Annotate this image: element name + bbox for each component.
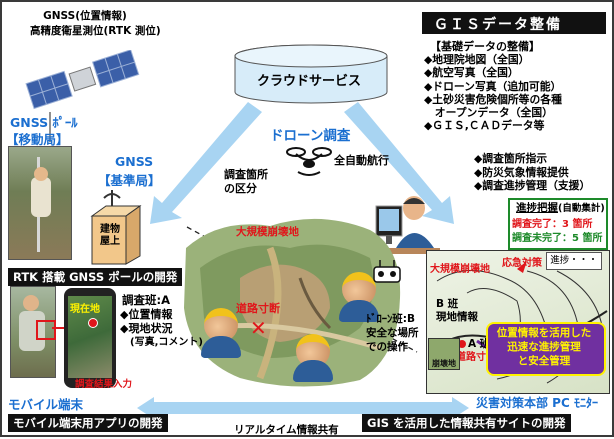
pc-b-team-line2: 現地情報: [436, 311, 478, 323]
pc-a-team-label: A 班: [468, 338, 491, 350]
progress-box: [508, 198, 608, 250]
gnss-pole-title: GNSS ﾎﾟｰﾙ: [10, 115, 78, 130]
gis-data-header: ＧＩＳデータ整備: [434, 17, 562, 33]
progress-done: 調査完了：3 箇所: [512, 219, 593, 230]
satellite-caption: GNSS(位置情報) 高精度衛星測位(RTK 測位): [30, 8, 161, 38]
gis-data-header-bar: [422, 12, 606, 34]
mobile-app-dev-bar: モバイル端末用アプリの開発: [8, 414, 168, 432]
team-b-label: ﾄﾞﾛｰﾝ班:B 安全な場所 での操作: [366, 312, 419, 354]
pc-callout-text: 位置情報を活用した 迅速な進捗管理 と安全管理: [490, 326, 598, 368]
cloud-icon: [234, 44, 388, 104]
hq-task-item: ◆調査進捗管理（支援）: [474, 179, 591, 192]
hq-operator-icon: [374, 196, 440, 254]
drone-zone-line2: の区分: [224, 182, 257, 195]
drone-zone-line1: 調査箇所: [224, 168, 268, 181]
phone-input-label: 調査結果入力: [75, 379, 133, 390]
gis-data-item: ◆航空写真（全国）: [424, 66, 519, 80]
hq-task-item: ◆防災気象情報提供: [474, 165, 569, 179]
arrow-cloud-to-hq: [344, 102, 454, 224]
phone-highlight-box: [36, 320, 56, 340]
arrow-cloud-to-field: [150, 102, 262, 224]
team-a-item: ◆現地状況: [120, 322, 173, 335]
satellite-caption-line2: 高精度衛星測位(RTK 測位): [30, 25, 161, 37]
building-icon: [90, 190, 142, 265]
pc-progress-button[interactable]: 進捗・・・: [546, 252, 602, 270]
pc-callout-box: [486, 322, 606, 376]
drone-title: ドローン調査: [270, 128, 351, 144]
building-label-line2: 屋上: [100, 236, 120, 247]
gis-data-item: オープンデータ（全国）: [424, 106, 553, 120]
team-b-line2: 安全な場所: [366, 327, 419, 339]
team-b-line3: での操作: [366, 341, 408, 353]
hq-task-list: ◆調査箇所指示 ◆防災気象情報提供 ◆調査進捗管理（支援）: [474, 152, 590, 193]
pc-monitor-label: 災害対策本部 PC ﾓﾆﾀｰ: [476, 396, 598, 410]
mobile-device-label: モバイル端末: [8, 397, 84, 412]
phone-device: [64, 288, 116, 388]
gis-data-item: ◆ドローン写真（追加可能）: [424, 79, 562, 93]
phone-screen: [68, 296, 112, 378]
road-cut-mark-icon: ✕: [250, 316, 267, 340]
gnss-base-title: GNSS: [115, 154, 154, 169]
map-road-cut-label: 道路寸断: [236, 302, 280, 315]
realtime-sharing-label: リアルタイム情報共有: [234, 424, 339, 436]
map-landslide-label: 大規模崩壊地: [236, 226, 299, 238]
progress-pending: 調査未完了：5 箇所: [512, 233, 603, 244]
drone-auto-flight: 全自動航行: [334, 154, 389, 167]
rtk-pole-dev-bar: RTK 搭載 GNSS ポールの開発: [8, 268, 183, 286]
satellite-icon: [25, 50, 140, 110]
pc-road-cut-label: 道路寸断: [456, 352, 496, 363]
pc-emergency-label: 応急対策: [502, 258, 542, 269]
pc-callout-line2: 迅速な進捗管理: [507, 341, 581, 353]
satellite-caption-line1: GNSS(位置情報): [43, 10, 127, 22]
cloud-label: クラウドサービス: [257, 74, 362, 89]
gis-data-list: ◆地理院地図（全国） ◆航空写真（全国） ◆ドローン写真（追加可能） ◆土砂災害…: [424, 53, 562, 133]
gis-data-item: ◆地理院地図（全国）: [424, 53, 530, 66]
drone-zone-label: 調査箇所 の区分: [224, 168, 268, 196]
gis-site-dev-bar: GIS を活用した情報共有サイトの開発: [362, 414, 571, 432]
gis-data-item: ◆土砂災害危険個所等の各種: [424, 92, 562, 106]
pc-inset-photo: [428, 338, 460, 370]
arrow-realtime: [137, 397, 469, 419]
team-b-line1: ﾄﾞﾛｰﾝ班:B: [366, 313, 415, 325]
pc-landslide-label: 大規模崩壊地: [430, 264, 490, 275]
pc-inset-label: 崩壊地: [432, 359, 456, 368]
remote-controller-icon: [373, 260, 401, 283]
team-a-title: 調査班:A: [122, 293, 170, 307]
pc-callout-line3: と安全管理: [517, 355, 571, 367]
pc-callout-line1: 位置情報を活用した: [496, 327, 592, 339]
pc-b-team-label: B 班 現地情報: [436, 298, 478, 324]
progress-title-note: (自動集計): [558, 203, 605, 214]
team-a-item: (写真,コメント): [120, 337, 203, 348]
pc-team-a-marker-icon: [458, 340, 466, 348]
drone-operator-body: [339, 300, 379, 322]
drone-icon: [286, 147, 332, 176]
building-label: 建物 屋上: [96, 224, 124, 248]
gnss-base-subtitle: 【基準局】: [98, 173, 161, 188]
location-pin-icon: [88, 318, 98, 328]
gis-data-item: ◆ＧＩＳ,ＣＡＤデータ等: [424, 119, 545, 133]
progress-title-main: 進捗把握: [516, 202, 558, 214]
pc-b-team-line1: B 班: [436, 298, 459, 310]
hq-task-item: ◆調査箇所指示: [474, 152, 548, 165]
gis-data-subheader: 【基礎データの整備】: [430, 40, 540, 53]
gnss-pole-photo: [8, 146, 72, 260]
team-a-worker-body: [201, 336, 241, 358]
progress-title: 進捗把握(自動集計): [516, 200, 605, 215]
team-a-list: ◆位置情報 ◆現地状況 (写真,コメント): [120, 308, 203, 350]
phone-location-label: 現在地: [70, 304, 100, 315]
building-label-line1: 建物: [100, 224, 120, 235]
team-a-item: ◆位置情報: [120, 308, 173, 321]
phone-callout-line: [52, 327, 66, 329]
gnss-pole-subtitle: 【移動局】: [6, 132, 69, 147]
team-a-worker-2-body: [293, 360, 333, 382]
field-worker-photo: [10, 286, 56, 378]
